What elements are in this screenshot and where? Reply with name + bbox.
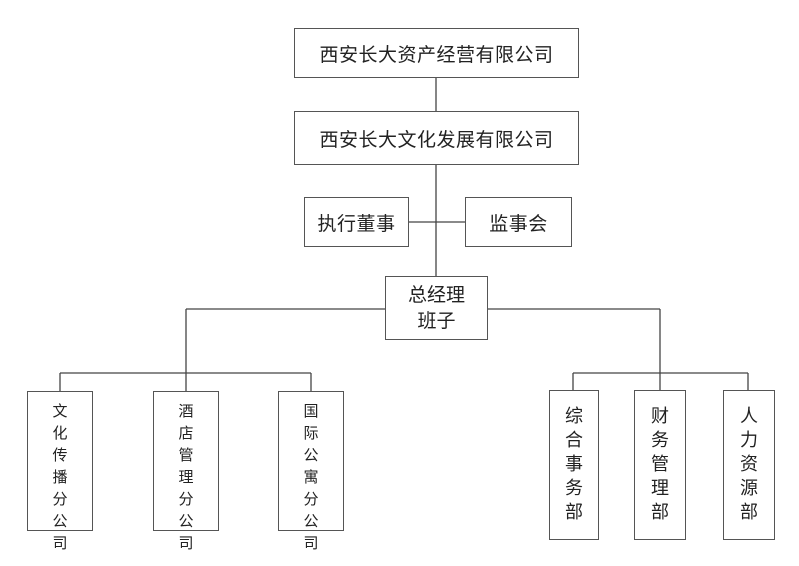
department-label: 人力资源部 [740, 406, 758, 523]
subsidiary-box-hotel: 酒店管理分公司 [153, 391, 219, 552]
subsidiary-label: 文化传播分公司 [52, 402, 68, 552]
parent-company-box: 西安长大资产经营有限公司 [294, 28, 579, 78]
department-label: 财务管理部 [651, 406, 669, 523]
subsidiary-box-culture: 文化传播分公司 [27, 391, 93, 552]
general-manager-line1: 总经理 [407, 284, 465, 306]
executive-director-label: 执行董事 [317, 212, 396, 235]
executive-director-box: 执行董事 [304, 197, 409, 247]
subsidiary-box-apartment: 国际公寓分公司 [278, 391, 344, 552]
general-manager-box: 总经理 班子 [385, 276, 488, 340]
department-box-general-affairs: 综合事务部 [549, 390, 599, 540]
department-label: 综合事务部 [565, 406, 583, 523]
subsidiary-label: 酒店管理分公司 [178, 402, 194, 552]
parent-company-label: 西安长大资产经营有限公司 [319, 43, 554, 66]
department-box-finance: 财务管理部 [634, 390, 686, 540]
subsidiary-label: 国际公寓分公司 [303, 402, 319, 552]
general-manager-line2: 班子 [417, 310, 456, 332]
company-label: 西安长大文化发展有限公司 [319, 128, 554, 151]
department-box-hr: 人力资源部 [723, 390, 775, 540]
company-box: 西安长大文化发展有限公司 [294, 111, 579, 165]
supervisory-board-box: 监事会 [465, 197, 572, 247]
supervisory-board-label: 监事会 [489, 212, 548, 235]
